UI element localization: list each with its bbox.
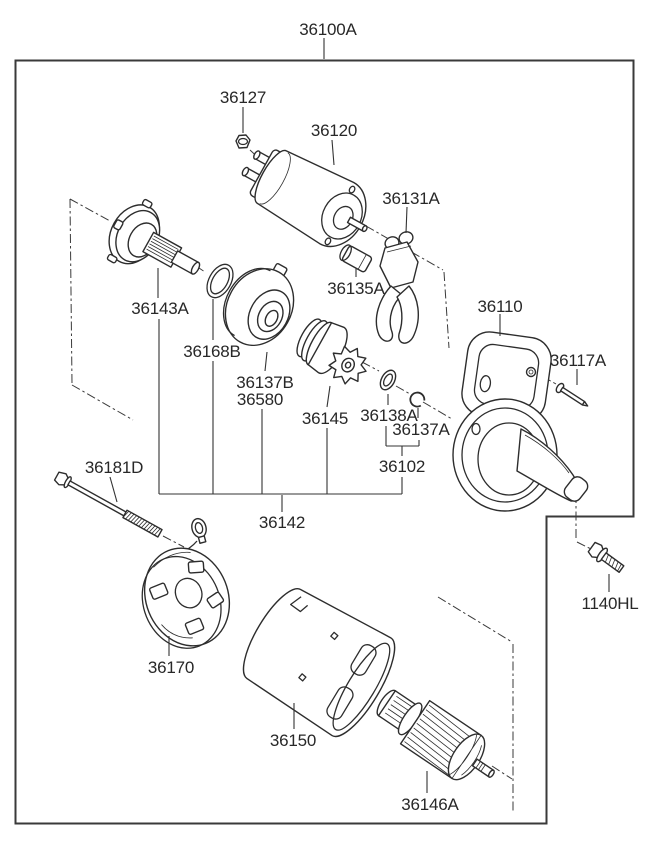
part-36135a-plunger	[339, 244, 373, 273]
part-36131a-shift-lever	[375, 231, 420, 344]
callout-36170: 36170	[147, 658, 195, 677]
part-36146a-armature	[376, 689, 495, 781]
callout-36580: 36580	[236, 390, 284, 409]
callout-36127: 36127	[219, 88, 267, 107]
callout-36143A: 36143A	[131, 299, 189, 318]
callout-36110: 36110	[477, 297, 523, 316]
part-36143a-output-shaft	[106, 198, 201, 275]
part-36168b-o-ring	[206, 263, 234, 299]
part-36145-overrun-clutch	[296, 318, 367, 385]
callout-36117A: 36117A	[549, 351, 607, 370]
callout-36145: 36145	[301, 409, 349, 428]
part-36110-front-bracket	[452, 331, 589, 512]
callout-36137B: 36137B	[236, 373, 294, 392]
part-36117a-screw	[555, 382, 589, 407]
callout-36120: 36120	[310, 121, 358, 140]
leader-lines	[109, 38, 610, 793]
callout-36100A: 36100A	[299, 20, 357, 39]
assembly-axis-centerlines	[69, 149, 592, 812]
part-36137a-stop-ring	[409, 391, 426, 408]
callout-36168B: 36168B	[183, 342, 241, 361]
part-36138a-washer	[379, 369, 397, 391]
diagram-border	[14, 59, 635, 825]
callout-36138A: 36138A	[360, 406, 418, 425]
part-36137b-clutch-cover	[222, 263, 295, 347]
callout-36181D: 36181D	[84, 458, 144, 477]
part-36181d-through-bolt	[53, 471, 163, 538]
callout-36102: 36102	[378, 457, 426, 476]
part-36170-brush-holder	[141, 547, 231, 649]
part-36120-solenoid	[241, 149, 368, 248]
callout-36135A: 36135A	[327, 279, 385, 298]
callout-36142: 36142	[258, 513, 306, 532]
callout-36137A: 36137A	[392, 420, 450, 439]
callout-36150: 36150	[269, 731, 317, 750]
group-brackets	[158, 319, 420, 512]
callout-1140HL: 1140HL	[581, 594, 639, 613]
callout-36146A: 36146A	[401, 795, 459, 814]
part-1140hl-bolt	[587, 541, 625, 573]
callout-36131A: 36131A	[382, 189, 440, 208]
part-36127-nut	[235, 134, 251, 149]
part-36150-yoke	[242, 588, 396, 738]
